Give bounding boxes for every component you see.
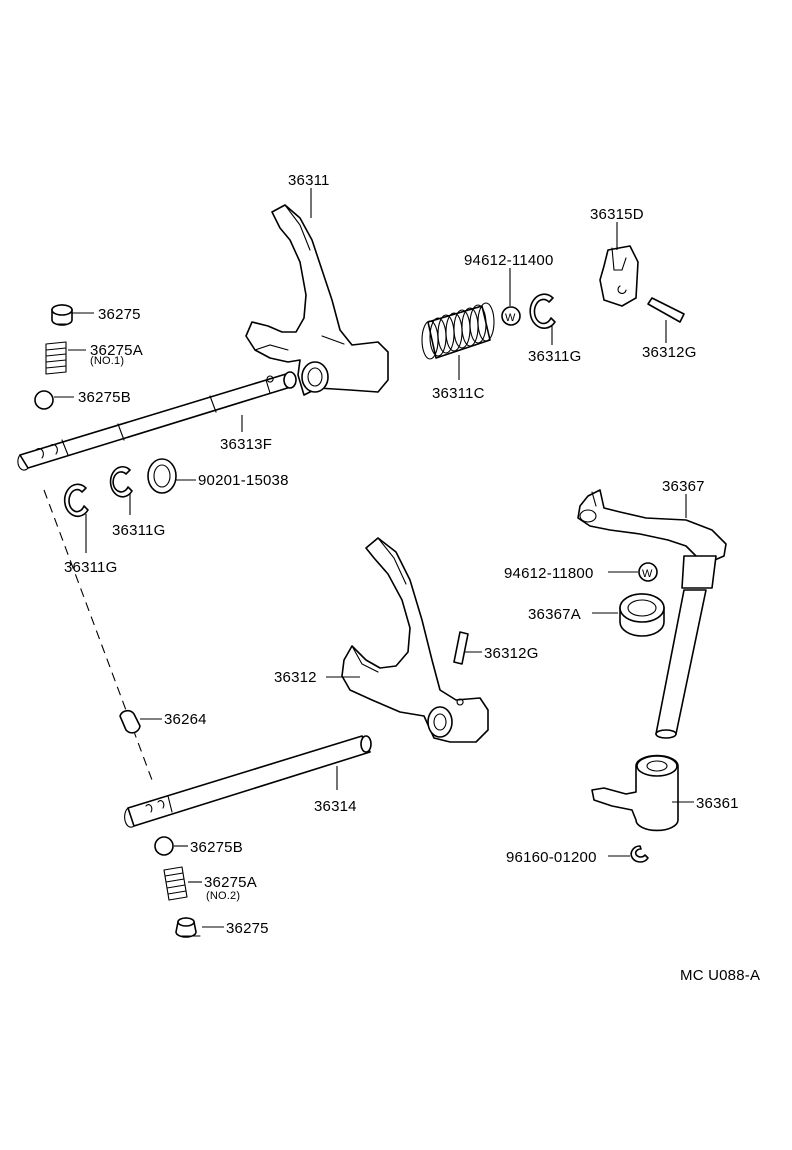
washer-upper-icon: W — [505, 312, 516, 324]
label-lock-plate: 36315D — [590, 206, 644, 223]
label-ring-upper-right: 36311G — [528, 348, 581, 365]
label-fork-upper: 36311 — [288, 172, 330, 189]
e-clip — [630, 845, 649, 863]
lock-plate — [599, 245, 639, 307]
label-spring-upper: 36275A — [90, 342, 143, 359]
washer-lever-icon: W — [642, 568, 653, 580]
label-washer-mid: 90201-15038 — [198, 472, 289, 489]
label-bolt-upper: 36275 — [98, 306, 141, 323]
spring-lower-small — [163, 866, 188, 901]
label-lever-upper: 36367 — [662, 478, 705, 495]
ball-upper — [34, 390, 54, 410]
pin-lower — [453, 631, 469, 665]
plug-bolt-lower — [175, 917, 201, 938]
shift-shaft-lower — [124, 735, 372, 828]
diagram-code: MC U088-A — [680, 967, 760, 984]
label-ball-lower: 36275B — [190, 839, 243, 856]
label-seal: 36367A — [528, 606, 581, 623]
shift-lever-lower — [591, 754, 679, 832]
label-washer-upper: 94612-11400 — [464, 252, 554, 269]
label-spring-upper-note: (NO.1) — [90, 355, 124, 367]
label-washer-lever: 94612-11800 — [504, 565, 594, 582]
shift-shaft-upper — [17, 371, 297, 471]
label-clip: 96160-01200 — [506, 849, 597, 866]
plug-bolt-upper — [51, 304, 73, 326]
label-ring-mid: 36311G — [112, 522, 165, 539]
label-fork-lower: 36312 — [274, 669, 317, 686]
label-ball-upper: 36275B — [78, 389, 131, 406]
snap-ring-left — [63, 483, 89, 518]
label-bolt-lower: 36275 — [226, 920, 269, 937]
ball-lower — [154, 836, 174, 856]
washer-upper: W — [501, 306, 521, 326]
oil-seal — [619, 593, 665, 637]
snap-ring-mid — [109, 465, 133, 498]
label-interlock-pin: 36264 — [164, 711, 207, 728]
shift-fork-lower — [341, 537, 489, 743]
label-shaft-upper: 36313F — [220, 436, 272, 453]
pin-upper — [647, 297, 685, 323]
washer-mid — [147, 458, 177, 494]
washer-lever: W — [638, 562, 658, 582]
label-spring-lower-note: (NO.2) — [206, 890, 240, 902]
snap-ring-upper — [529, 293, 556, 329]
label-pin-lower: 36312G — [484, 645, 539, 662]
shift-fork-upper — [245, 204, 389, 396]
label-lever-lower: 36361 — [696, 795, 739, 812]
interlock-pin — [119, 709, 141, 734]
label-shaft-lower: 36314 — [314, 798, 357, 815]
label-ring-left: 36311G — [64, 559, 117, 576]
label-pin-upper: 36312G — [642, 344, 697, 361]
label-spring-lower: 36275A — [204, 874, 257, 891]
label-spring-coil: 36311C — [432, 385, 485, 402]
coil-spring — [421, 302, 495, 360]
spring-upper-small — [45, 341, 67, 375]
shift-lever-upper — [577, 489, 727, 739]
